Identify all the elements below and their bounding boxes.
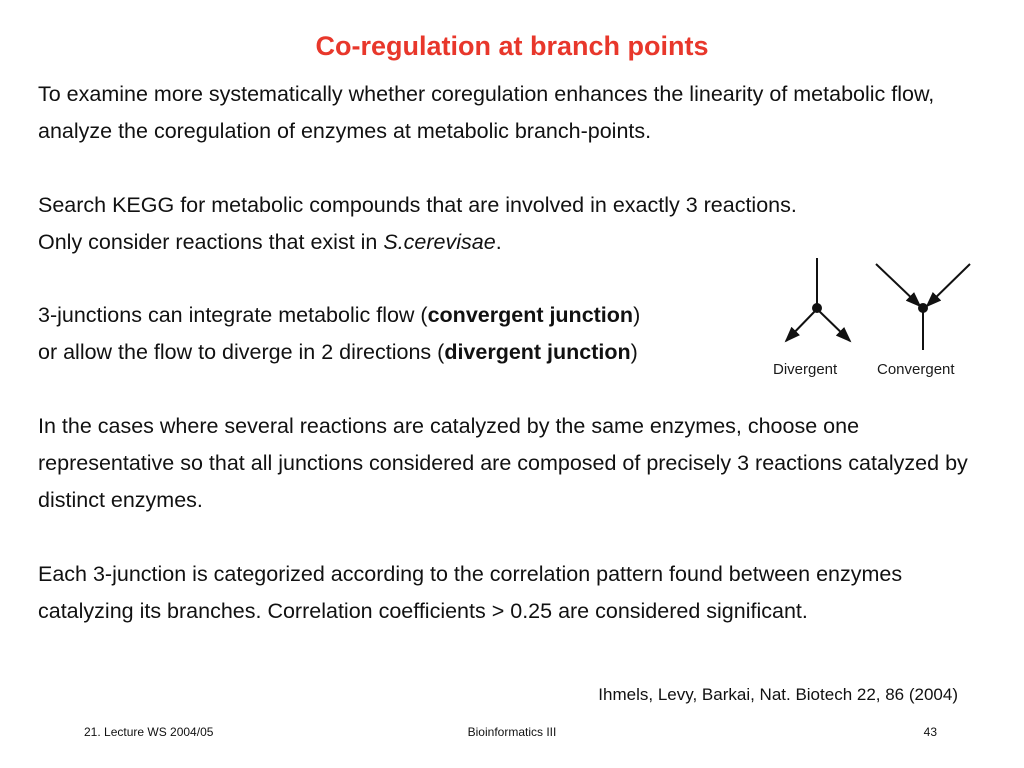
divergent-term: divergent junction (444, 340, 631, 365)
divergent-junction-icon (784, 258, 852, 343)
paragraph-enzymes: In the cases where several reactions are… (38, 414, 968, 512)
paragraph-junction-line2: or allow the flow to diverge in 2 direct… (38, 334, 758, 371)
convergent-junction-icon (875, 263, 971, 350)
junction-line1-prefix: 3-junctions can integrate metabolic flow… (38, 303, 428, 328)
species-name: S.cerevisae (383, 229, 496, 254)
convergent-term: convergent junction (427, 303, 634, 328)
paragraph-junction-line1: 3-junctions can integrate metabolic flow… (38, 297, 758, 334)
kegg-line2-suffix: . (495, 229, 502, 254)
junction-diagram: Divergent Convergent (773, 258, 971, 378)
paragraph-correlation: Each 3-junction is categorized according… (38, 561, 903, 623)
convergent-label: Convergent (877, 361, 955, 378)
citation: Ihmels, Levy, Barkai, Nat. Biotech 22, 8… (598, 685, 958, 704)
footer-lecture: 21. Lecture WS 2004/05 (84, 725, 214, 739)
divergent-label: Divergent (773, 361, 838, 378)
spacer (38, 150, 978, 187)
paragraph-kegg-line2: Only consider reactions that exist in S.… (38, 224, 978, 261)
junction-line1-suffix: ) (633, 303, 641, 328)
paragraph-kegg-line1: Search KEGG for metabolic compounds that… (38, 192, 797, 217)
slide-body: To examine more systematically whether c… (38, 76, 978, 630)
spacer (38, 519, 978, 556)
footer-course: Bioinformatics III (467, 725, 557, 739)
paragraph-intro: To examine more systematically whether c… (38, 82, 935, 143)
junction-line2-prefix: or allow the flow to diverge in 2 direct… (38, 340, 445, 365)
page-number: 43 (923, 725, 937, 739)
kegg-line2-prefix: Only consider reactions that exist in (38, 229, 384, 254)
slide-title: Co-regulation at branch points (315, 31, 709, 61)
junction-line2-suffix: ) (630, 340, 638, 365)
